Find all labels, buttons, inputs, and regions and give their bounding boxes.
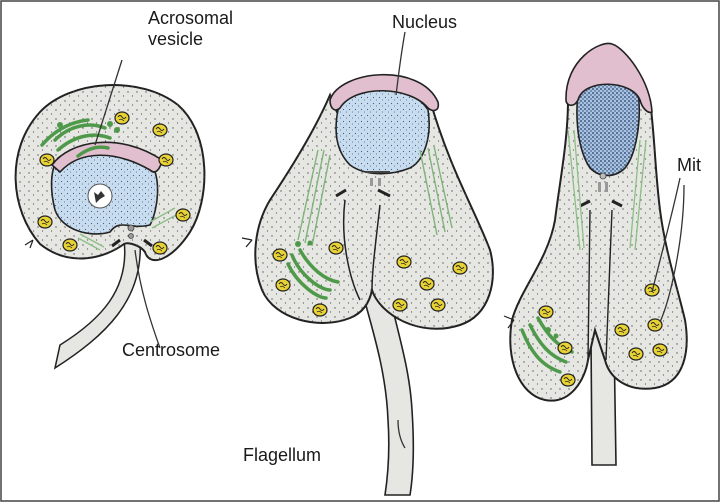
label-acrosomal-line2: vesicle	[148, 29, 204, 49]
cell2-acrosome	[329, 73, 440, 112]
label-nucleus: Nucleus	[392, 12, 458, 32]
label-centrosome: Centrosome	[122, 340, 221, 360]
label-mitochondria: Mit	[677, 155, 701, 175]
intermediate-spermatid	[241, 73, 494, 496]
early-spermatid	[14, 84, 206, 370]
label-flagellum: Flagellum	[243, 445, 322, 465]
cell3-nucleus	[576, 76, 641, 177]
late-spermatid	[503, 42, 688, 466]
label-acrosomal-line1: Acrosomal	[148, 8, 234, 28]
label-acrosomal-vesicle: Acrosomal vesicle	[148, 8, 233, 50]
cell1-acrosome	[50, 141, 163, 174]
cell3-acrosome	[565, 42, 653, 114]
cell2-golgi	[286, 248, 340, 300]
leader-lines	[94, 31, 685, 449]
cell1-flagellum	[53, 239, 141, 370]
